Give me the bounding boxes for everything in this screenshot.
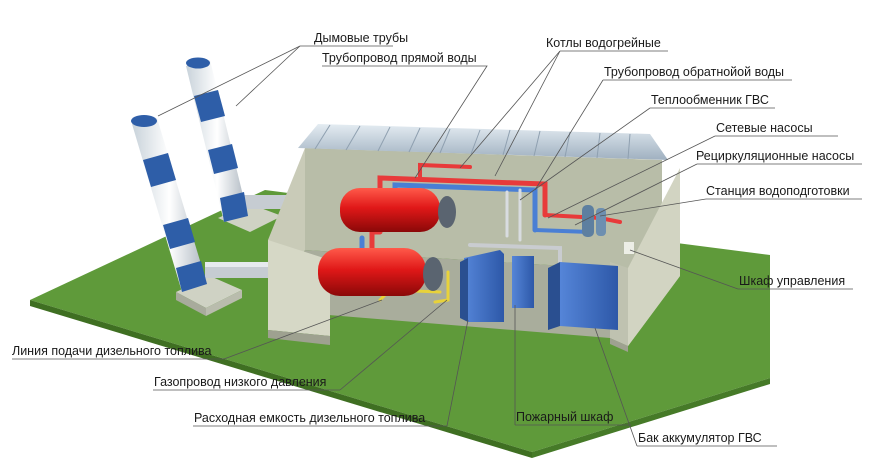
chimney-left [131,115,207,292]
label-water-treatment: Станция водоподготовки [706,184,850,198]
label-boilers: Котлы водогрейные [546,36,661,50]
flue-ducts [205,195,288,278]
label-diesel-tank: Расходная емкость дизельного топлива [194,411,426,425]
fire-cabinet-box [512,256,534,308]
label-gas-pipe: Газопровод низкого давления [154,375,327,389]
label-return-pipe: Трубопровод обратнойой воды [604,65,785,79]
label-chimneys: Дымовые трубы [314,31,409,45]
label-dhw-exchanger: Теплообменник ГВС [651,93,769,107]
water-treatment-units [582,205,634,254]
boiler-lower [318,248,443,296]
label-recirc-pumps: Рециркуляционные насосы [696,149,855,163]
label-dhw-tank: Бак аккумулятор ГВС [638,431,762,445]
leader-lines [12,45,862,447]
label-network-pumps: Сетевые насосы [716,121,813,135]
roof [298,124,668,160]
control-cabinet-box [460,250,504,322]
label-supply-pipe: Трубопровод прямой воды [322,51,477,65]
label-fire-cabinet: Пожарный шкаф [516,410,614,424]
dhw-tank-box [548,262,618,330]
label-diesel-line: Линия подачи дизельного топлива [12,344,212,358]
boiler-upper [340,188,456,232]
chimney-right [186,57,248,222]
label-control-cabinet: Шкаф управления [739,274,846,288]
